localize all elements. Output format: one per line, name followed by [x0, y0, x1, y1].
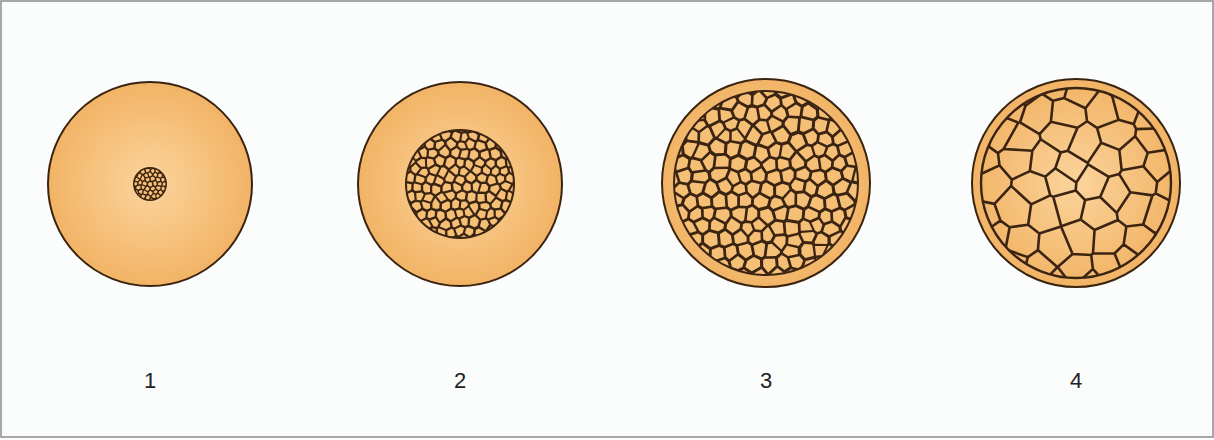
stage-number: 1: [144, 370, 156, 392]
cell-cluster: [921, 28, 1214, 338]
stage-number: 2: [454, 370, 466, 392]
stage-number: 4: [1070, 370, 1082, 392]
cell-cluster: [387, 111, 533, 258]
cell-cluster: [124, 158, 176, 210]
cell-walls: [921, 28, 1214, 338]
cell-cluster: [646, 63, 886, 303]
cell-sheet-edge: [981, 88, 1171, 278]
dish-outline: [48, 82, 252, 286]
cells: [646, 63, 886, 303]
cells: [387, 111, 533, 258]
cells: [124, 158, 176, 210]
stage-number: 3: [760, 370, 772, 392]
dish-outline: [358, 82, 562, 286]
